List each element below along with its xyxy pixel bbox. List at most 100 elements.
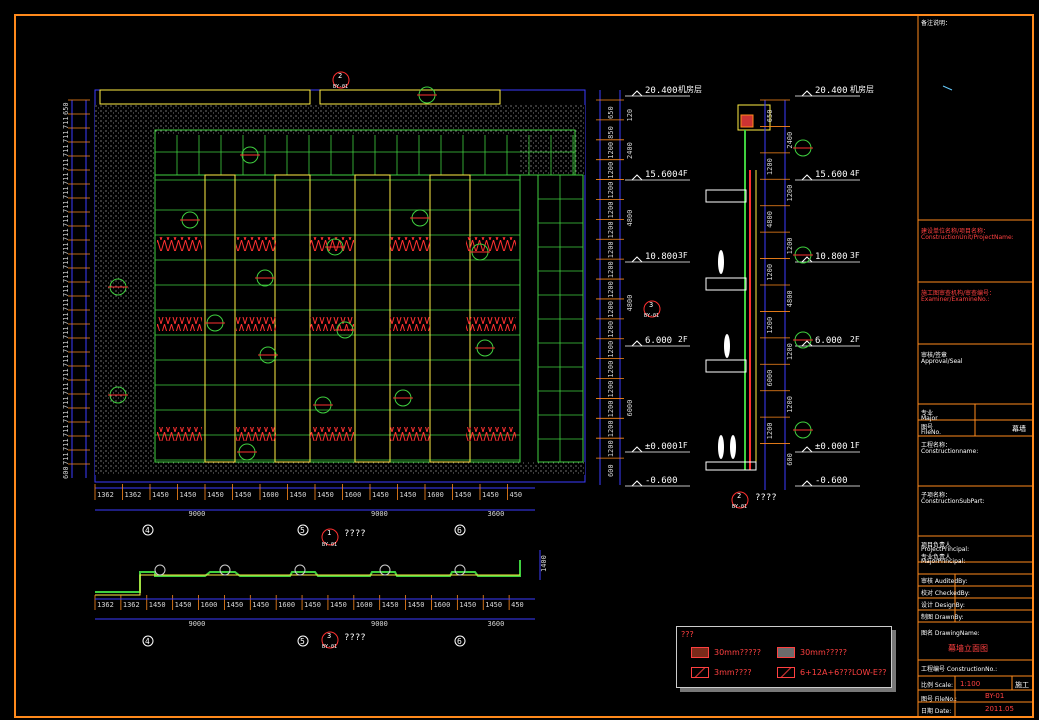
right-total-1: 2400	[626, 142, 634, 159]
title-block-line-6: Approval/Seal	[921, 358, 963, 365]
legend-swatch-aluminium	[691, 667, 709, 678]
left-dim-20: 711	[62, 382, 70, 395]
scale-value: 1:100	[960, 680, 981, 688]
title-block-line-24: 工程编号 ConstructionNo.:	[921, 666, 998, 673]
right-dim-3: 1200	[607, 162, 615, 179]
legend-item-3: 3mm????	[691, 667, 752, 678]
title-block-line-4: Examiner/ExamineNo.:	[921, 296, 990, 303]
right-dim-5: 1200	[607, 202, 615, 219]
bottom-dim-10: 1450	[372, 491, 389, 499]
major-value: 幕墙	[1012, 425, 1026, 433]
section-level-2: 10.800	[815, 252, 848, 262]
bottom-dim-13: 1450	[455, 491, 472, 499]
left-dim-26: 600	[62, 466, 70, 479]
section-level-1: 15.600	[815, 170, 848, 180]
bottom-dim-4: 1450	[207, 491, 224, 499]
left-dim-25: 711	[62, 452, 70, 465]
title-block-line-9: 图号	[921, 424, 934, 431]
plan-total-2: 3600	[488, 620, 505, 628]
right-dim-2: 1200	[607, 142, 615, 159]
right-dim-4: 1200	[607, 182, 615, 199]
section-level-tag-0: 机房层	[850, 84, 874, 94]
left-dim-22: 711	[62, 410, 70, 423]
drawing-border	[14, 14, 1034, 718]
title-block-line-2: ConstructionUnit/ProjectName:	[921, 234, 1014, 241]
drawing-title-value: 幕墙立面图	[948, 644, 988, 653]
section-level-tag-4: 1F	[850, 441, 860, 450]
plan-dim-13: 1600	[433, 601, 450, 609]
note-mark	[942, 85, 953, 91]
left-dim-17: 711	[62, 340, 70, 353]
right-dim-18: 600	[607, 464, 615, 477]
plan-dim-5: 1450	[226, 601, 243, 609]
left-dim-12: 711	[62, 270, 70, 283]
plan-dim-10: 1600	[356, 601, 373, 609]
section-dim-11: 1200	[786, 396, 794, 413]
legend-swatch-glass	[777, 667, 795, 678]
axis-1: 5	[300, 526, 305, 535]
bottom-dim-12: 1600	[427, 491, 444, 499]
section-dim-13: 600	[786, 453, 794, 466]
title-block-line-20: 校对 CheckedBy:	[921, 590, 970, 597]
right-dim-1: 850	[607, 126, 615, 139]
right-dim-17: 1200	[607, 440, 615, 457]
plan-axis-0: 4	[145, 637, 150, 646]
top-tag: 2	[338, 72, 342, 80]
plan-dim-4: 1600	[201, 601, 218, 609]
section-dim-0: 650	[766, 110, 774, 123]
legend-title: ???	[681, 630, 694, 639]
level-elev-5: -0.600	[645, 476, 678, 486]
bottom-dim-7: 1450	[290, 491, 307, 499]
section-level-tag-2: 3F	[850, 251, 860, 260]
left-dim-15: 711	[62, 312, 70, 325]
plan-dim-3: 1450	[175, 601, 192, 609]
left-dim-23: 711	[62, 424, 70, 437]
title-block-line-27: 日期 Date:	[921, 708, 952, 715]
plan-dim-9: 1450	[330, 601, 347, 609]
plan-dim-7: 1600	[278, 601, 295, 609]
right-dim-16: 1200	[607, 420, 615, 437]
level-elev-3: 6.000	[645, 336, 672, 346]
section-dim-8: 1200	[766, 317, 774, 334]
section-dim-12: 1200	[766, 422, 774, 439]
section-level-tag-1: 4F	[850, 169, 860, 178]
left-dim-10: 711	[62, 242, 70, 255]
section-dim-6: 1200	[766, 264, 774, 281]
level-tag-0: 机房层	[678, 84, 702, 94]
title-block-line-26: 图号 FileNo.:	[921, 696, 957, 703]
section-dim-2: 1200	[766, 158, 774, 175]
section-level-3: 6.000	[815, 336, 842, 346]
legend-label-4: 6+12A+6???LOW-E??	[800, 668, 887, 677]
right-dim-9: 1200	[607, 281, 615, 298]
title-block-line-18: MajorPrincipal:	[921, 558, 966, 565]
left-dim-5: 711	[62, 172, 70, 185]
right-dim-13: 1200	[607, 361, 615, 378]
right-dim-14: 1200	[607, 381, 615, 398]
section-dim-10: 6000	[766, 370, 774, 387]
top-tag-sub: BY-01	[333, 84, 348, 90]
bottom-dim-8: 1450	[317, 491, 334, 499]
bottom-dim-14: 1450	[482, 491, 499, 499]
level-tag-1: 4F	[678, 169, 688, 178]
caption1-tag: 1	[327, 529, 331, 537]
bottom-total-2: 3600	[488, 510, 505, 518]
title-block-line-3: 施工图审查机构/审查编号：	[921, 290, 996, 297]
right-dim-0: 650	[607, 106, 615, 119]
main-elevation: 6507117117117117117117117117117117117117…	[62, 71, 702, 548]
plan-dim-8: 1450	[304, 601, 321, 609]
plan-dim-16: 450	[511, 601, 524, 609]
plan-axis-1: 5	[300, 637, 305, 646]
section-level-4: ±0.000	[815, 442, 848, 452]
legend-swatch-stone	[691, 647, 709, 658]
left-dim-2: 711	[62, 130, 70, 143]
level-tag-2: 3F	[678, 251, 688, 260]
section-tag: 3	[649, 301, 653, 309]
title-block-line-22: 制图 DrawnBy:	[921, 614, 964, 621]
caption2-sub: BY-01	[732, 504, 747, 510]
level-tag-3: 2F	[678, 335, 688, 344]
caption3-text: ????	[344, 633, 366, 643]
level-elev-4: ±0.000	[645, 442, 678, 452]
legend-swatch-stone-grey	[777, 647, 795, 658]
plan-dim-2: 1450	[149, 601, 166, 609]
